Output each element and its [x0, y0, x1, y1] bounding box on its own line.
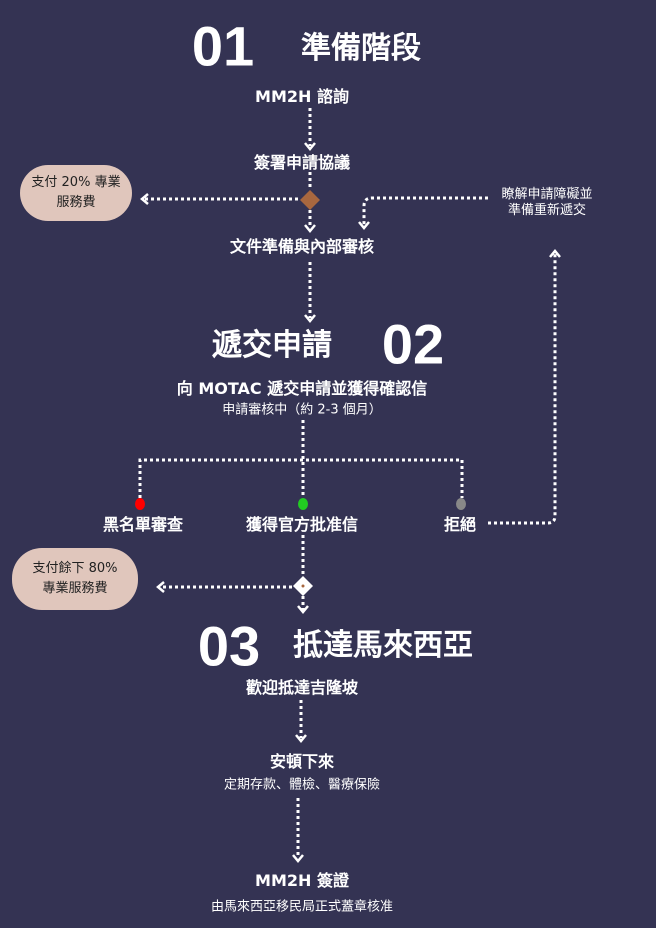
- status-dot-green: [298, 498, 308, 510]
- stage3-title: 抵達馬來西亞: [293, 628, 473, 663]
- payment-bubble-20: 支付 20% 專業服務費: [20, 165, 132, 221]
- stage3-number: 03: [197, 614, 261, 678]
- step-settle: 安頓下來: [269, 752, 335, 771]
- outcome-approved: 獲得官方批准信: [245, 515, 359, 534]
- step-submit-sub: 申請審核中（約 2-3 個月）: [222, 402, 382, 418]
- stage1-number: 01: [191, 14, 255, 78]
- status-dot-gray: [456, 498, 466, 510]
- step-arrival: 歡迎抵達吉隆坡: [245, 678, 359, 697]
- status-dot-red: [135, 498, 145, 510]
- step-consultation: MM2H 諮詢: [255, 87, 349, 106]
- outcome-blacklist: 黑名單審查: [102, 515, 184, 534]
- stage1-title: 準備階段: [301, 31, 421, 66]
- decision-diamond-1: [300, 190, 320, 210]
- step-visa: MM2H 簽證: [255, 871, 349, 890]
- retry-note: 瞭解申請障礙並準備重新遞交: [501, 187, 593, 218]
- step-sign-agreement: 簽署申請協議: [253, 153, 351, 172]
- stage2-title: 遞交申請: [212, 328, 332, 363]
- payment-bubble-80: 支付餘下 80% 專業服務費: [12, 548, 138, 610]
- stage2-number: 02: [381, 312, 445, 376]
- step-settle-sub: 定期存款、體檢、醫療保險: [223, 777, 381, 793]
- step-document-prep: 文件準備與內部審核: [229, 237, 375, 256]
- step-submit-motac: 向 MOTAC 遞交申請並獲得確認信: [176, 379, 428, 398]
- outcome-rejected: 拒絕: [443, 515, 477, 534]
- step-visa-sub: 由馬來西亞移民局正式蓋章核准: [210, 899, 394, 915]
